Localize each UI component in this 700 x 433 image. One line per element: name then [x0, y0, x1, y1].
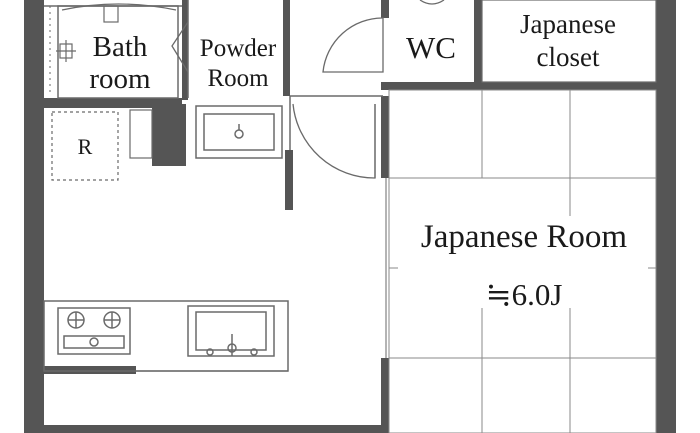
refrigerator: R	[51, 109, 153, 181]
toilet-icon	[419, 0, 445, 5]
kitchen-wall-stub	[44, 366, 136, 374]
bath-right-wall	[182, 0, 188, 100]
powder-right-wall	[283, 0, 290, 96]
bath-bottom-wall	[44, 98, 182, 108]
pillar-block	[152, 104, 186, 166]
wc-label: WC	[406, 30, 456, 65]
sliding-door-triangle	[171, 21, 189, 73]
refrigerator-label: R	[78, 134, 93, 159]
powder-room-label-line1: Powder	[200, 35, 277, 62]
wc-left-wall	[381, 0, 389, 18]
closet: Japanese closet	[481, 0, 657, 83]
partition-wall-lower	[381, 358, 389, 433]
bottom-wall-left	[24, 425, 386, 433]
closet-label-line2: closet	[537, 42, 600, 72]
stove-icon	[57, 307, 131, 355]
refrigerator-outline	[51, 111, 119, 181]
wc: WC	[406, 0, 456, 65]
left-outer-wall	[24, 0, 44, 433]
sink-icon	[195, 105, 283, 159]
right-outer-wall	[656, 0, 676, 433]
closet-outline	[481, 0, 657, 83]
closet-left-wall	[474, 0, 482, 90]
partition-wall-upper	[381, 96, 389, 178]
entry-door-arc	[292, 103, 376, 179]
kitchen-counter	[43, 300, 289, 372]
room-label-backdrop	[398, 216, 648, 308]
shower-icon	[56, 40, 76, 62]
powder-lower-wall	[285, 150, 293, 210]
washer-slot	[129, 109, 153, 159]
japanese-room-label: Japanese Room	[421, 219, 628, 255]
japanese-room-size: ≒6.0J	[486, 277, 563, 312]
bathtub-curve	[61, 3, 177, 11]
bathroom: Bath room	[49, 3, 189, 99]
closet-label-line1: Japanese	[520, 9, 616, 39]
faucet-icon	[103, 5, 119, 23]
bathroom-label-line1: Bath	[93, 31, 148, 63]
powder-room: Powder Room	[195, 35, 283, 159]
walls	[24, 0, 676, 433]
door-swings	[292, 17, 384, 179]
powder-room-label-line2: Room	[207, 65, 269, 92]
wc-bottom-wall	[381, 82, 656, 90]
wc-door-arc	[322, 17, 384, 73]
kitchen-sink-icon	[187, 305, 275, 357]
bathroom-label-line2: room	[89, 63, 151, 95]
